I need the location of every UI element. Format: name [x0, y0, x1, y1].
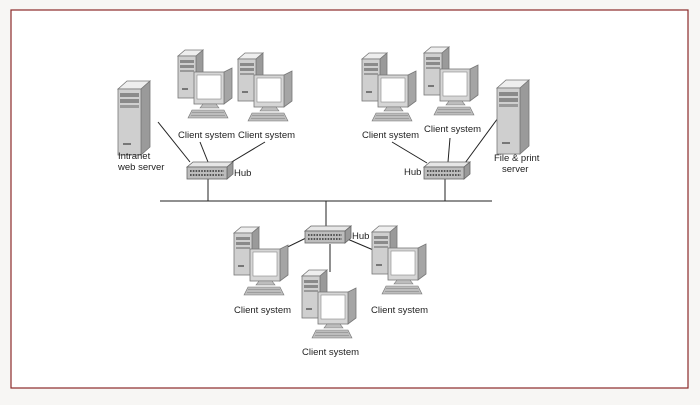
hub-bottom-label: Hub	[352, 231, 369, 242]
client-system-7-label: Client system	[302, 347, 359, 358]
intranet-server-label-line2: web server	[117, 162, 164, 173]
intranet-web-server-icon	[117, 80, 151, 156]
hub-left-label: Hub	[234, 168, 251, 179]
client-system-6-label: Client system	[371, 305, 428, 316]
link-client1-hub	[199, 141, 209, 163]
client-system-2-label: Client system	[238, 130, 295, 141]
fileprint-server-label-line1: File & print	[494, 153, 540, 164]
client-system-3-label: Client system	[362, 130, 419, 141]
intranet-server-label-line1: Intranet	[118, 151, 151, 162]
client-system-5-label: Client system	[234, 305, 291, 316]
fileprint-server-label-line2: server	[502, 164, 528, 175]
diagram-frame	[10, 9, 689, 389]
link-client4-hub	[447, 137, 451, 163]
hub-right-icon	[423, 161, 471, 180]
link-client3-hub	[391, 141, 428, 164]
link-intranet-hub	[157, 121, 191, 163]
client-system-1-label: Client system	[178, 130, 235, 141]
link-fileprint-hub	[464, 117, 499, 164]
client-system-4-label: Client system	[424, 124, 481, 135]
hub-left-icon	[186, 161, 234, 180]
link-client2-hub	[229, 141, 266, 164]
hub-bottom-icon	[304, 225, 352, 244]
hub-right-label: Hub	[404, 167, 421, 178]
file-print-server-icon	[496, 79, 530, 155]
